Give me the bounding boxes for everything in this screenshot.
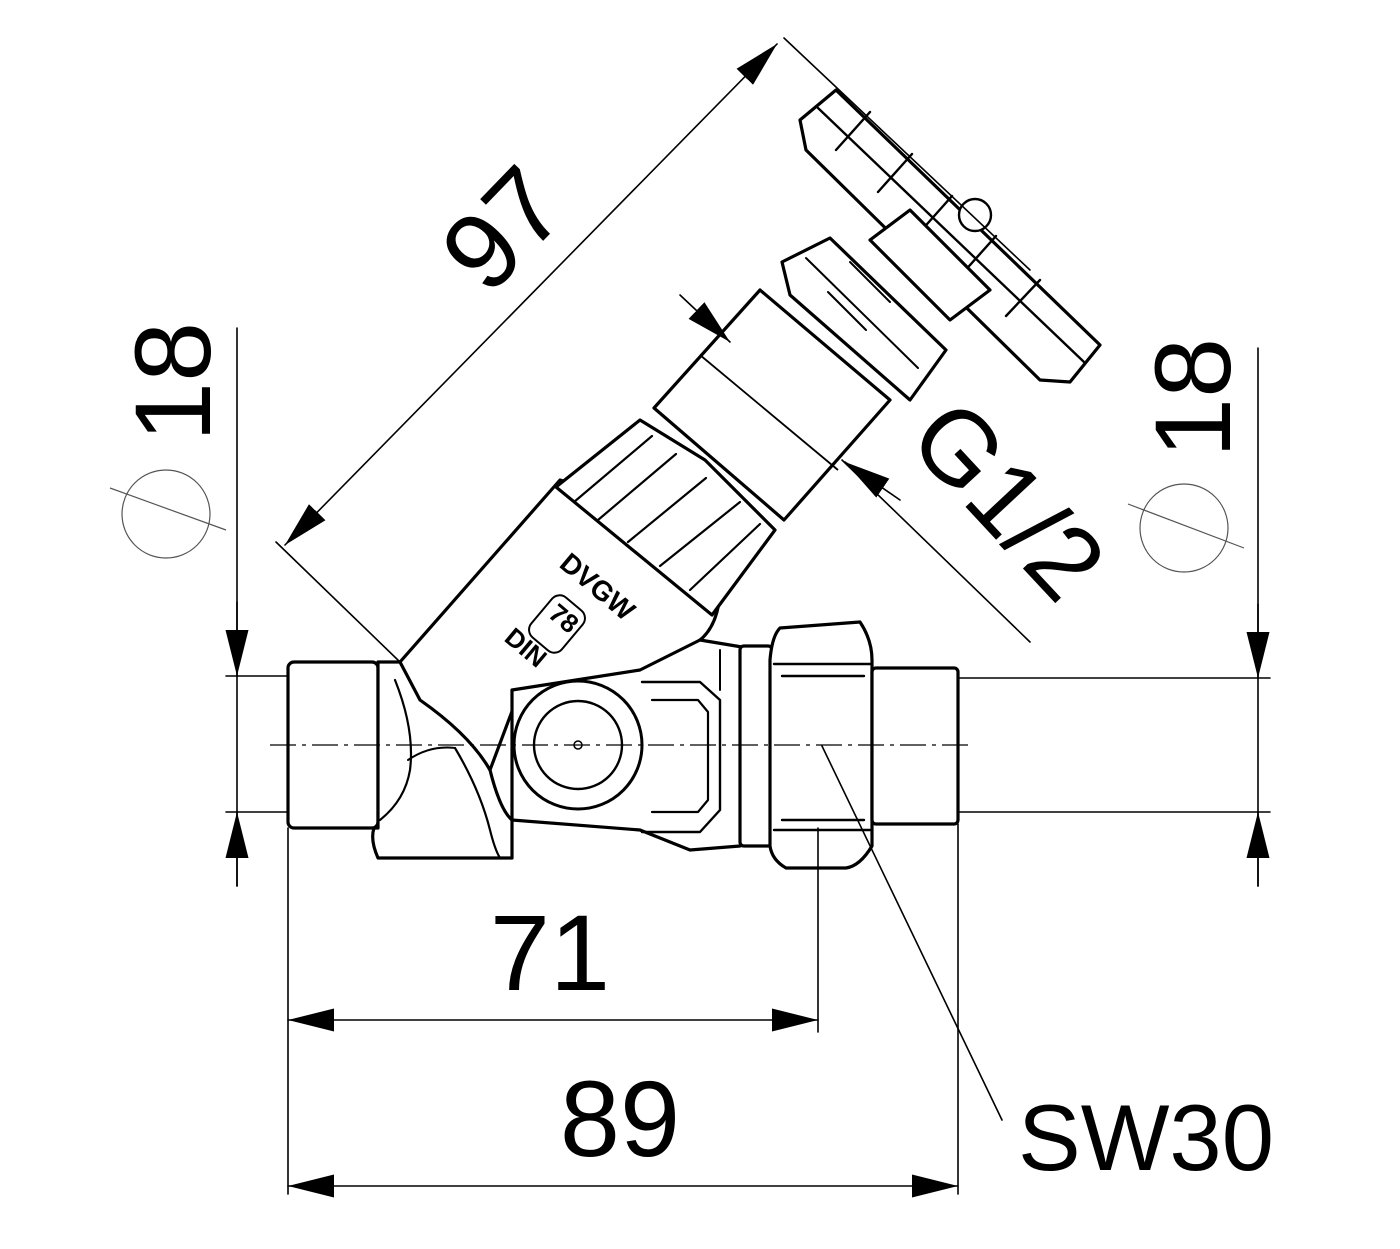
label-71: 71 <box>490 892 610 1013</box>
label-89: 89 <box>560 1058 680 1179</box>
dimension-thread <box>679 294 1031 643</box>
dimension-left-diameter <box>109 327 289 887</box>
right-pipe-stub <box>870 666 960 826</box>
label-right-diameter: 18 <box>1132 338 1253 458</box>
dimension-inner-length <box>287 827 819 1195</box>
dimension-overall-length <box>287 823 959 1198</box>
dimension-handle-length <box>275 37 1031 663</box>
label-97: 97 <box>418 144 588 314</box>
dimension-right-diameter <box>957 347 1271 887</box>
wrench-leader <box>821 745 1003 1121</box>
label-thread: G1/2 <box>888 379 1127 623</box>
label-sw30: SW30 <box>1018 1085 1274 1190</box>
label-left-diameter: 18 <box>112 322 233 442</box>
